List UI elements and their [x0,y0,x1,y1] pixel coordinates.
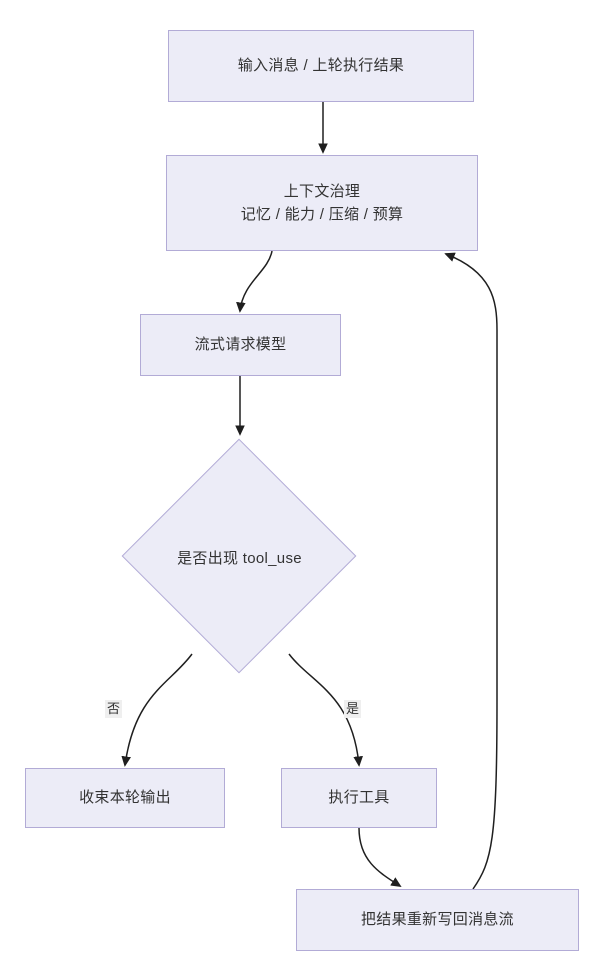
node-write-back-message-stream[interactable]: 把结果重新写回消息流 [296,889,579,951]
edge-exec-tool-to-writeback [358,827,402,888]
node-decision-tool-use-label: 是否出现 tool_use [177,550,302,567]
node-stream-request-model-label: 流式请求模型 [194,336,287,354]
node-execute-tool[interactable]: 执行工具 [281,768,437,828]
node-finish-output-label: 收束本轮输出 [79,789,171,807]
node-context-governance[interactable]: 上下文治理 记忆 / 能力 / 压缩 / 预算 [166,155,478,251]
node-execute-tool-label: 执行工具 [328,789,390,807]
node-context-governance-label: 上下文治理 记忆 / 能力 / 压缩 / 预算 [240,182,404,223]
edge-decision-to-exec-tool [288,653,363,767]
edge-context-to-stream [236,250,273,313]
node-write-back-message-stream-label: 把结果重新写回消息流 [360,911,514,929]
edge-label-no: 否 [105,700,123,719]
node-finish-output[interactable]: 收束本轮输出 [25,768,225,828]
node-input-message-label: 输入消息 / 上轮执行结果 [237,57,405,75]
node-input-message[interactable]: 输入消息 / 上轮执行结果 [168,30,474,102]
edge-writeback-to-context [444,252,498,890]
edge-decision-to-finish [121,653,193,767]
edge-label-yes: 是 [344,700,362,719]
node-stream-request-model[interactable]: 流式请求模型 [140,314,341,376]
